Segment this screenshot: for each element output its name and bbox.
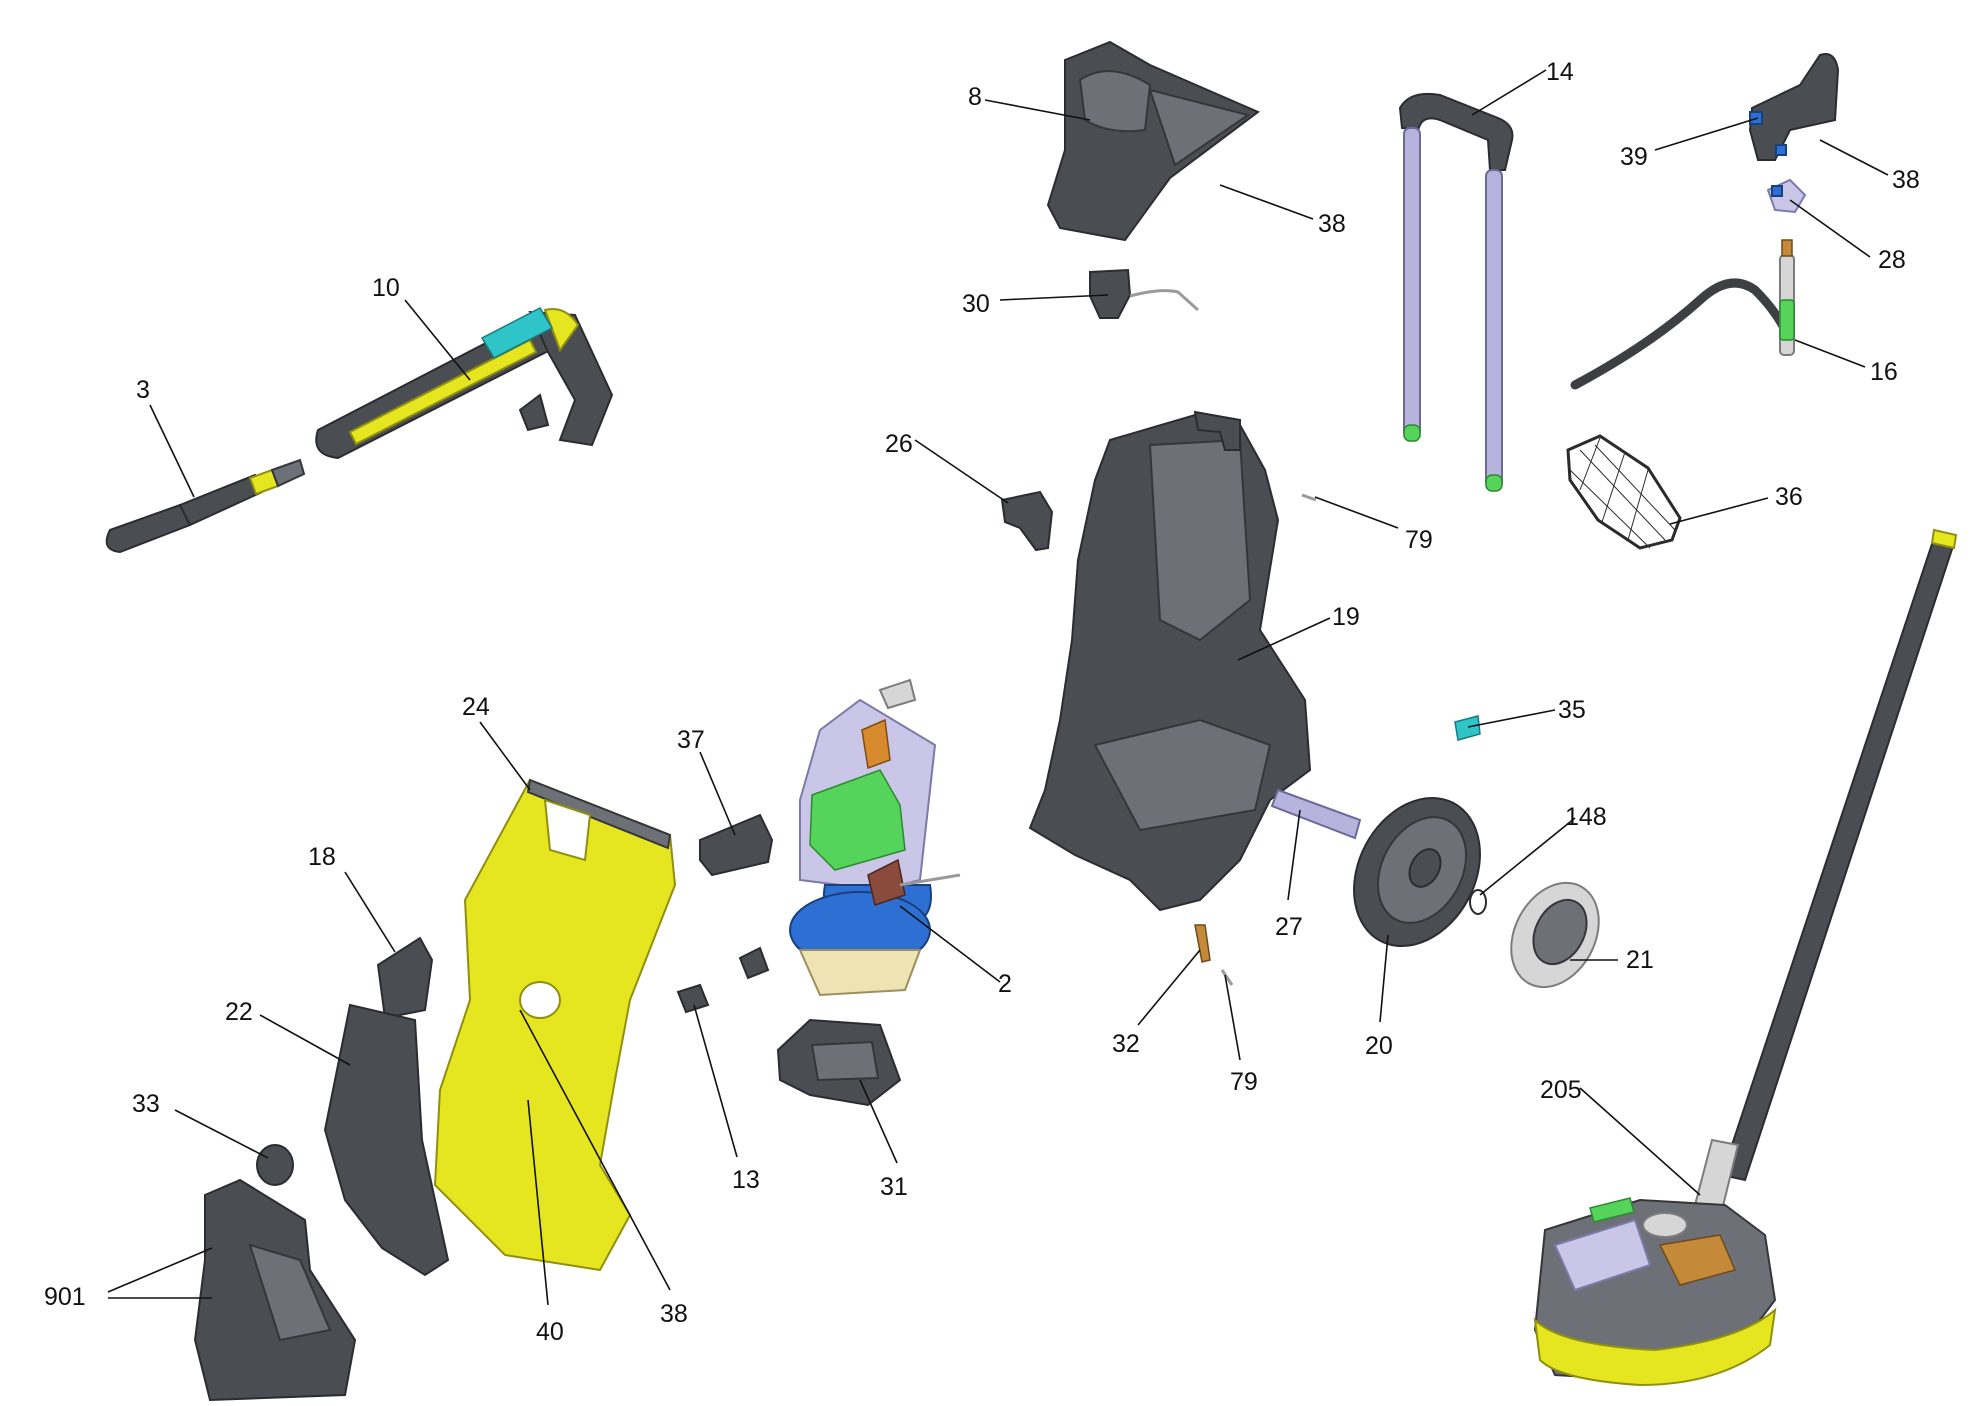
part-13-fitting xyxy=(676,983,710,1014)
callout-labels: 2 3 8 10 13 14 16 18 19 20 21 22 24 26 2… xyxy=(44,58,1920,1346)
part-79-pin-upper xyxy=(1301,493,1317,502)
part-18-small-cover xyxy=(376,936,434,1020)
part-148-retaining-ring xyxy=(1469,889,1487,915)
part-33-knob xyxy=(256,1144,294,1186)
leader-26 xyxy=(914,439,1009,504)
leader-38-top xyxy=(1219,184,1314,220)
leader-38-right xyxy=(1819,139,1889,176)
part-21-hub-cap xyxy=(1510,881,1600,989)
part-79-pin-lower xyxy=(1220,969,1234,986)
callout-39: 39 xyxy=(1620,143,1648,171)
leader-28 xyxy=(1789,199,1871,258)
callout-2: 2 xyxy=(998,970,1012,998)
leader-901-a xyxy=(107,1247,213,1293)
leader-27 xyxy=(1287,809,1301,901)
callout-79-upper: 79 xyxy=(1405,526,1433,554)
callout-21: 21 xyxy=(1626,946,1654,974)
callout-8: 8 xyxy=(968,83,982,111)
callout-3: 3 xyxy=(136,376,150,404)
leader-31 xyxy=(859,1079,898,1164)
part-2-motor-pump-assembly xyxy=(738,678,961,997)
callout-79-lower: 79 xyxy=(1230,1068,1258,1096)
leader-36 xyxy=(1669,497,1769,525)
callout-32: 32 xyxy=(1112,1030,1140,1058)
part-31-bottom-bracket xyxy=(776,1018,902,1107)
part-14-push-handle xyxy=(1398,92,1514,492)
leader-20 xyxy=(1379,934,1389,1023)
callout-40: 40 xyxy=(536,1318,564,1346)
callout-38-bottom: 38 xyxy=(660,1300,688,1328)
part-32-screw xyxy=(1194,924,1211,963)
leader-8 xyxy=(984,99,1091,121)
part-24-front-housing xyxy=(433,778,677,1272)
part-10-trigger-gun xyxy=(315,307,614,460)
callout-37: 37 xyxy=(677,726,705,754)
callout-35: 35 xyxy=(1558,696,1586,724)
part-19-rear-housing xyxy=(1028,410,1312,912)
leader-3 xyxy=(149,404,195,498)
part-22-side-panel xyxy=(323,1003,450,1277)
callout-30: 30 xyxy=(962,290,990,318)
leader-2 xyxy=(899,905,1001,983)
callout-148: 148 xyxy=(1565,803,1607,831)
callout-20: 20 xyxy=(1365,1032,1393,1060)
part-16-high-pressure-hose xyxy=(1570,239,1795,390)
callout-31: 31 xyxy=(880,1173,908,1201)
callout-16: 16 xyxy=(1870,358,1898,386)
callout-28: 28 xyxy=(1878,246,1906,274)
callout-10: 10 xyxy=(372,274,400,302)
callout-901: 901 xyxy=(44,1283,86,1311)
callout-38-top: 38 xyxy=(1318,210,1346,238)
leader-lines xyxy=(107,69,1889,1306)
leader-148 xyxy=(1479,817,1576,896)
callout-13: 13 xyxy=(732,1166,760,1194)
leader-18 xyxy=(344,871,396,953)
part-205-surface-cleaner xyxy=(1533,528,1958,1387)
part-20-wheel xyxy=(1353,796,1481,948)
callout-36: 36 xyxy=(1775,483,1803,511)
part-8-accessory-tray xyxy=(1046,40,1260,242)
leader-37 xyxy=(699,751,736,836)
callout-205: 205 xyxy=(1540,1076,1582,1104)
callout-18: 18 xyxy=(308,843,336,871)
leader-35 xyxy=(1467,709,1556,728)
leader-39 xyxy=(1654,117,1759,151)
callout-19: 19 xyxy=(1332,603,1360,631)
part-35-label-tag xyxy=(1454,715,1481,741)
leader-33 xyxy=(174,1109,269,1159)
leader-79-lower xyxy=(1224,974,1241,1061)
leader-79-upper xyxy=(1314,496,1399,529)
part-26-clip xyxy=(1000,490,1054,552)
leader-205 xyxy=(1579,1087,1701,1196)
callout-27: 27 xyxy=(1275,913,1303,941)
leader-32 xyxy=(1137,949,1201,1026)
leader-30 xyxy=(999,294,1109,301)
part-37-hose-plug xyxy=(699,813,774,877)
callout-14: 14 xyxy=(1546,58,1574,86)
leader-22 xyxy=(259,1014,351,1066)
leader-14 xyxy=(1471,69,1547,116)
leader-16 xyxy=(1794,339,1866,368)
leader-24 xyxy=(479,721,531,791)
part-901-lower-cover xyxy=(193,1178,357,1402)
part-27-axle xyxy=(1270,788,1362,840)
callout-24: 24 xyxy=(462,693,490,721)
part-39-hose-holder xyxy=(1748,53,1840,161)
leader-13 xyxy=(693,1004,738,1158)
leader-40 xyxy=(527,1099,549,1306)
callout-22: 22 xyxy=(225,998,253,1026)
callout-26: 26 xyxy=(885,430,913,458)
part-36-filter-mesh xyxy=(1566,434,1682,550)
part-3-spray-lance xyxy=(105,458,306,554)
callout-38-right: 38 xyxy=(1892,166,1920,194)
leader-10 xyxy=(404,299,471,381)
part-30-connector xyxy=(1089,268,1200,319)
leader-19 xyxy=(1237,617,1331,661)
callout-33: 33 xyxy=(132,1090,160,1118)
leader-38-bottom xyxy=(519,1009,671,1291)
